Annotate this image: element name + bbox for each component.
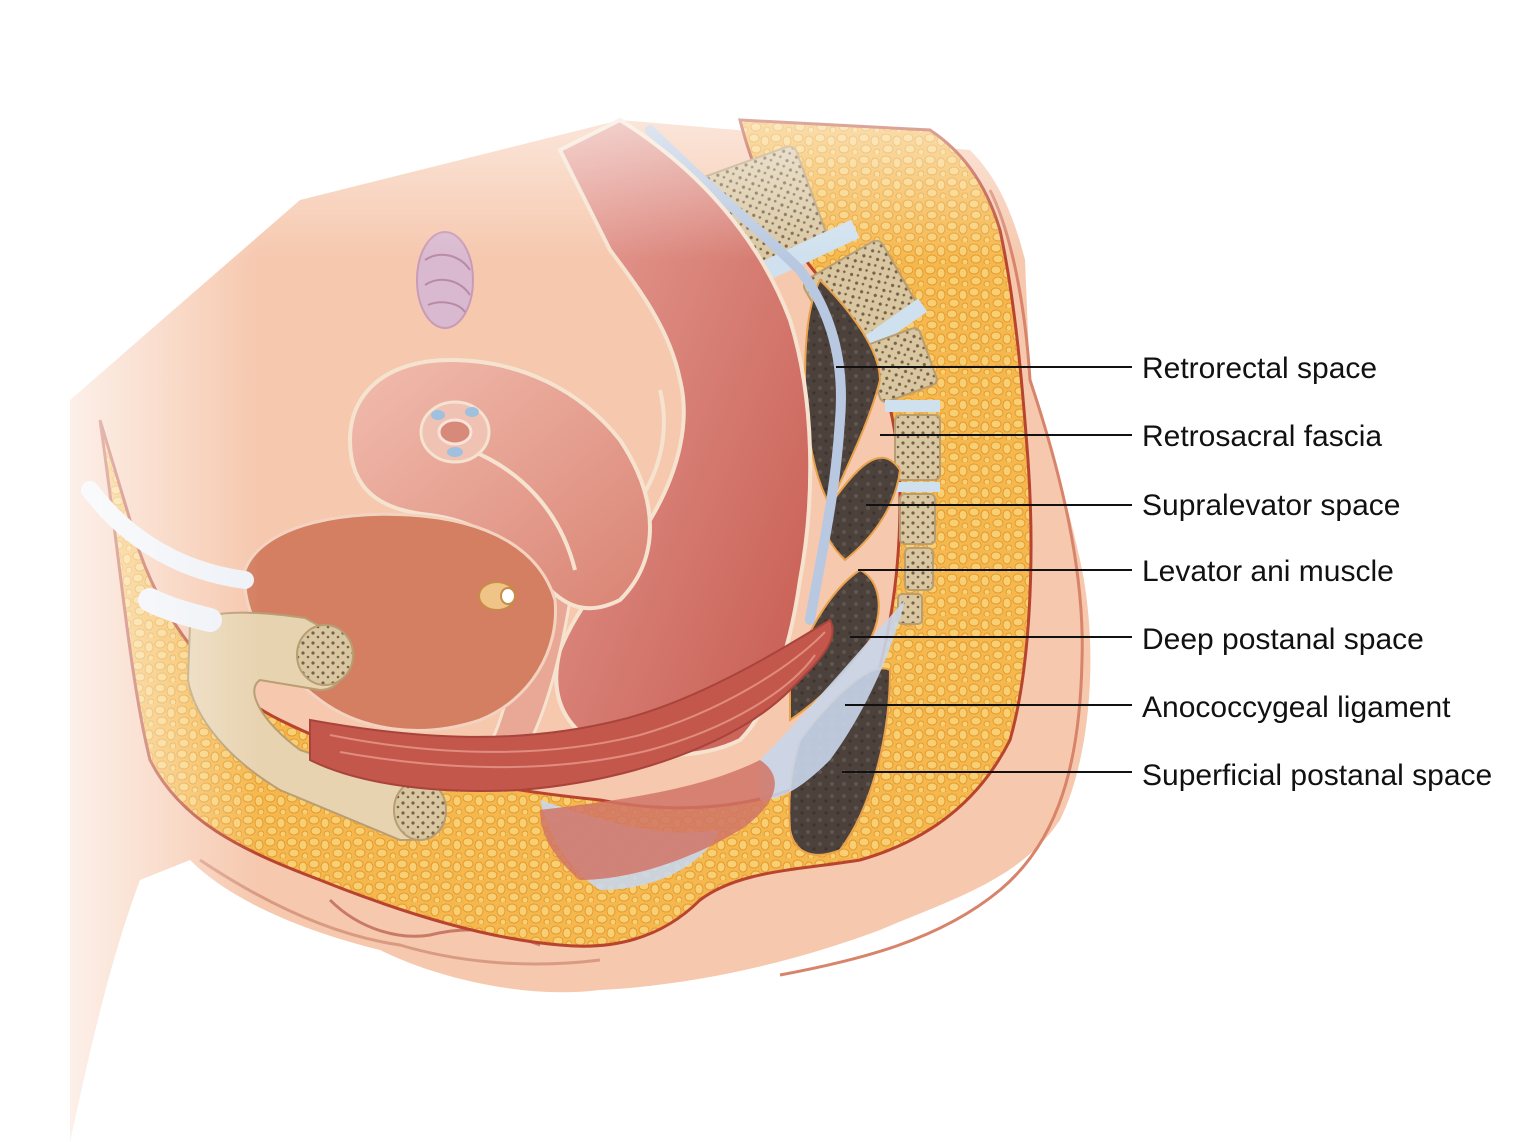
levator-ani-muscle-region [309, 618, 834, 792]
uterine-cavity [469, 448, 577, 571]
leader-lines [836, 366, 1132, 773]
external-sphincter [540, 760, 775, 880]
vertebra-4 [894, 414, 941, 481]
buttock-outline [779, 189, 1084, 977]
labels: Retrorectal space Retrosacral fascia Sup… [1142, 352, 1492, 792]
disc-3 [885, 400, 940, 412]
disc-4 [895, 482, 940, 492]
vertebra-5 [899, 493, 936, 545]
pubic-bone-cut-upper [296, 624, 354, 686]
label-retrosacral-fascia: Retrosacral fascia [1142, 420, 1382, 453]
label-levator-ani-muscle: Levator ani muscle [1142, 555, 1394, 588]
label-deep-postanal-space: Deep postanal space [1142, 623, 1424, 656]
anococcygeal-ligament-region [760, 600, 905, 800]
label-supralevator-space: Supralevator space [1142, 489, 1401, 522]
muscle-fibres [329, 631, 826, 769]
label-anococcygeal-ligament: Anococcygeal ligament [1142, 691, 1451, 724]
fade-left [0, 0, 260, 1142]
label-retrorectal-space: Retrorectal space [1142, 352, 1377, 385]
label-superficial-postanal-space: Superficial postanal space [1142, 759, 1492, 792]
fallopian-tube-cross-section [419, 400, 491, 464]
urethra-opening [478, 581, 516, 611]
